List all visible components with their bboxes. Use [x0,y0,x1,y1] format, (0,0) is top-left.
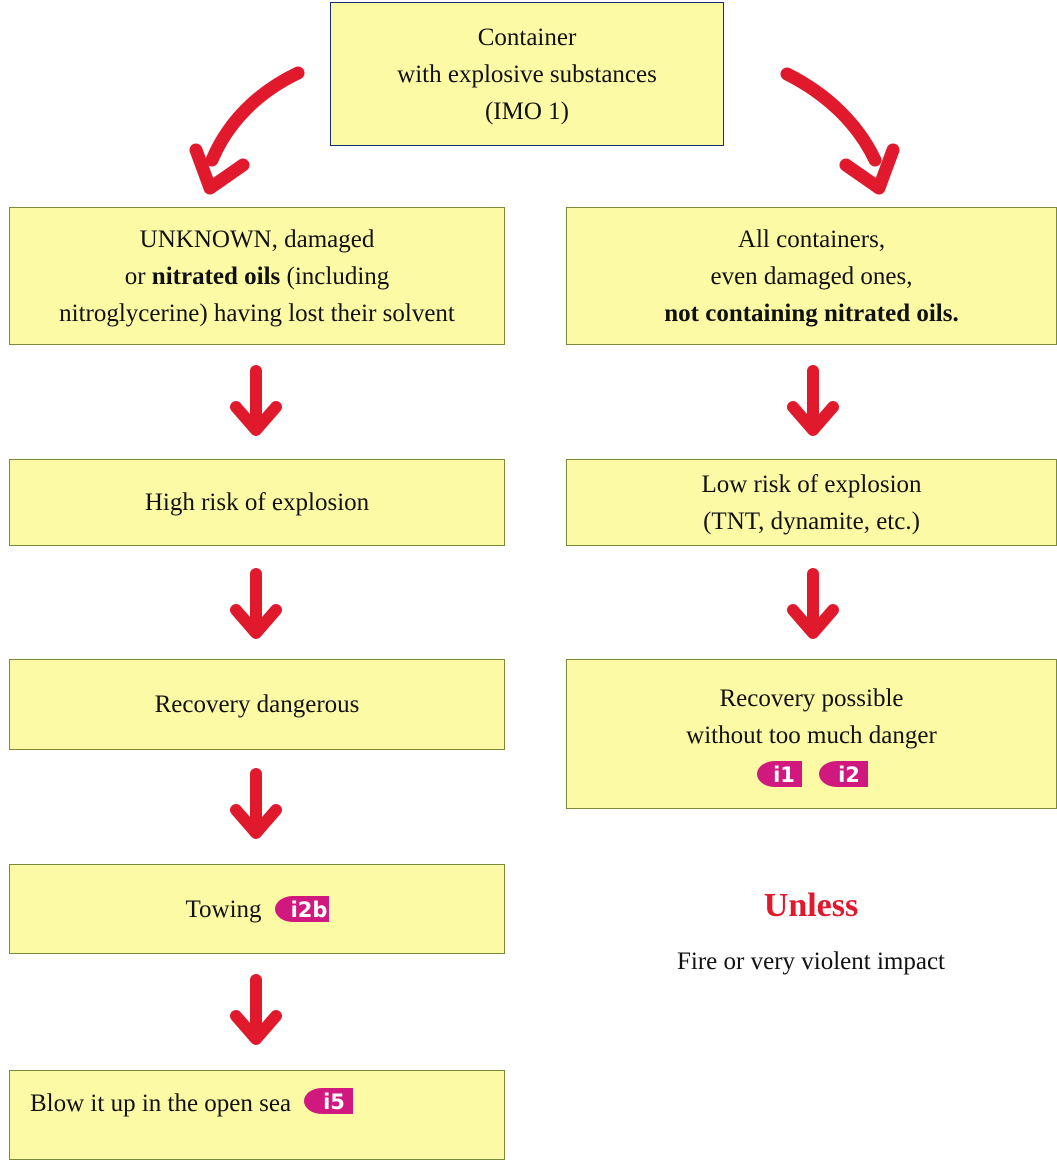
left-node-unknown-line2: or nitrated oils (including [125,258,390,295]
info-badge-row: i1 i2 [756,760,868,788]
right-node-recovery-possible: Recovery possible without too much dange… [566,659,1057,809]
info-badge-i1[interactable]: i1 [756,760,802,788]
right-node-low-risk: Low risk of explosion (TNT, dynamite, et… [566,459,1057,546]
right-node-all-containers-line1: All containers, [737,225,886,253]
info-badge-i5-text: i5 [323,1090,345,1114]
down-arrow-left-1-icon [230,365,282,436]
left-node-unknown-line3: nitroglycerine) having lost their solven… [59,299,455,327]
info-badge-i2b[interactable]: i2b [274,895,329,923]
unless-condition: Fire or very violent impact [677,948,945,975]
info-badge-icon: i2 [818,761,868,787]
right-node-recovery-possible-line1: Recovery possible [719,685,904,712]
right-node-low-risk-line1: Low risk of explosion [701,470,922,498]
info-badge-i2-text: i2 [838,763,860,787]
down-arrow-left-4-icon [230,974,282,1045]
down-arrow-right-2-icon [787,568,839,639]
left-node-blow-up: Blow it up in the open sea i5 [9,1070,505,1160]
left-node-unknown-suffix: (including [280,262,390,290]
left-node-unknown-line1: UNKNOWN, damaged [139,225,375,253]
left-node-high-risk-label: High risk of explosion [144,489,370,516]
left-node-blow-up-label: Blow it up in the open sea [30,1090,292,1117]
top-node-line2: with explosive substances [397,60,657,88]
top-node-line1: Container [477,23,577,51]
left-node-towing: Towing i2b [9,864,505,954]
info-badge-i1-text: i1 [773,763,795,787]
down-arrow-left-3-icon [230,768,282,839]
top-node: Container with explosive substances (IMO… [330,2,724,146]
left-node-recovery-dangerous-label: Recovery dangerous [154,691,360,718]
right-node-recovery-possible-line2: without too much danger [686,722,937,749]
left-node-recovery-dangerous: Recovery dangerous [9,659,505,750]
down-arrow-right-1-icon [787,365,839,436]
right-node-all-containers-line3: not containing nitrated oils. [664,295,958,332]
down-arrow-left-2-icon [230,568,282,639]
top-node-line3: (IMO 1) [484,97,569,125]
left-node-unknown: UNKNOWN, damaged or nitrated oils (inclu… [9,207,505,345]
unless-heading: Unless [763,887,859,924]
right-node-all-containers-line2: even damaged ones, [710,262,913,290]
info-badge-icon: i5 [304,1088,354,1114]
left-node-high-risk: High risk of explosion [9,459,505,546]
info-badge-i2b-text: i2b [290,898,327,922]
info-badge-i2[interactable]: i2 [818,760,868,788]
info-badge-i5[interactable]: i5 [303,1087,354,1115]
left-node-towing-label: Towing [185,895,262,923]
info-badge-icon: i2b [274,896,329,922]
right-node-all-containers: All containers, even damaged ones, not c… [566,207,1057,345]
right-node-low-risk-line2: (TNT, dynamite, etc.) [703,507,920,535]
not-nitrated-emphasis: not containing nitrated oils. [664,299,959,327]
left-node-unknown-prefix: or [124,262,152,290]
nitrated-oils-emphasis: nitrated oils [151,262,281,290]
info-badge-icon: i1 [756,761,802,787]
